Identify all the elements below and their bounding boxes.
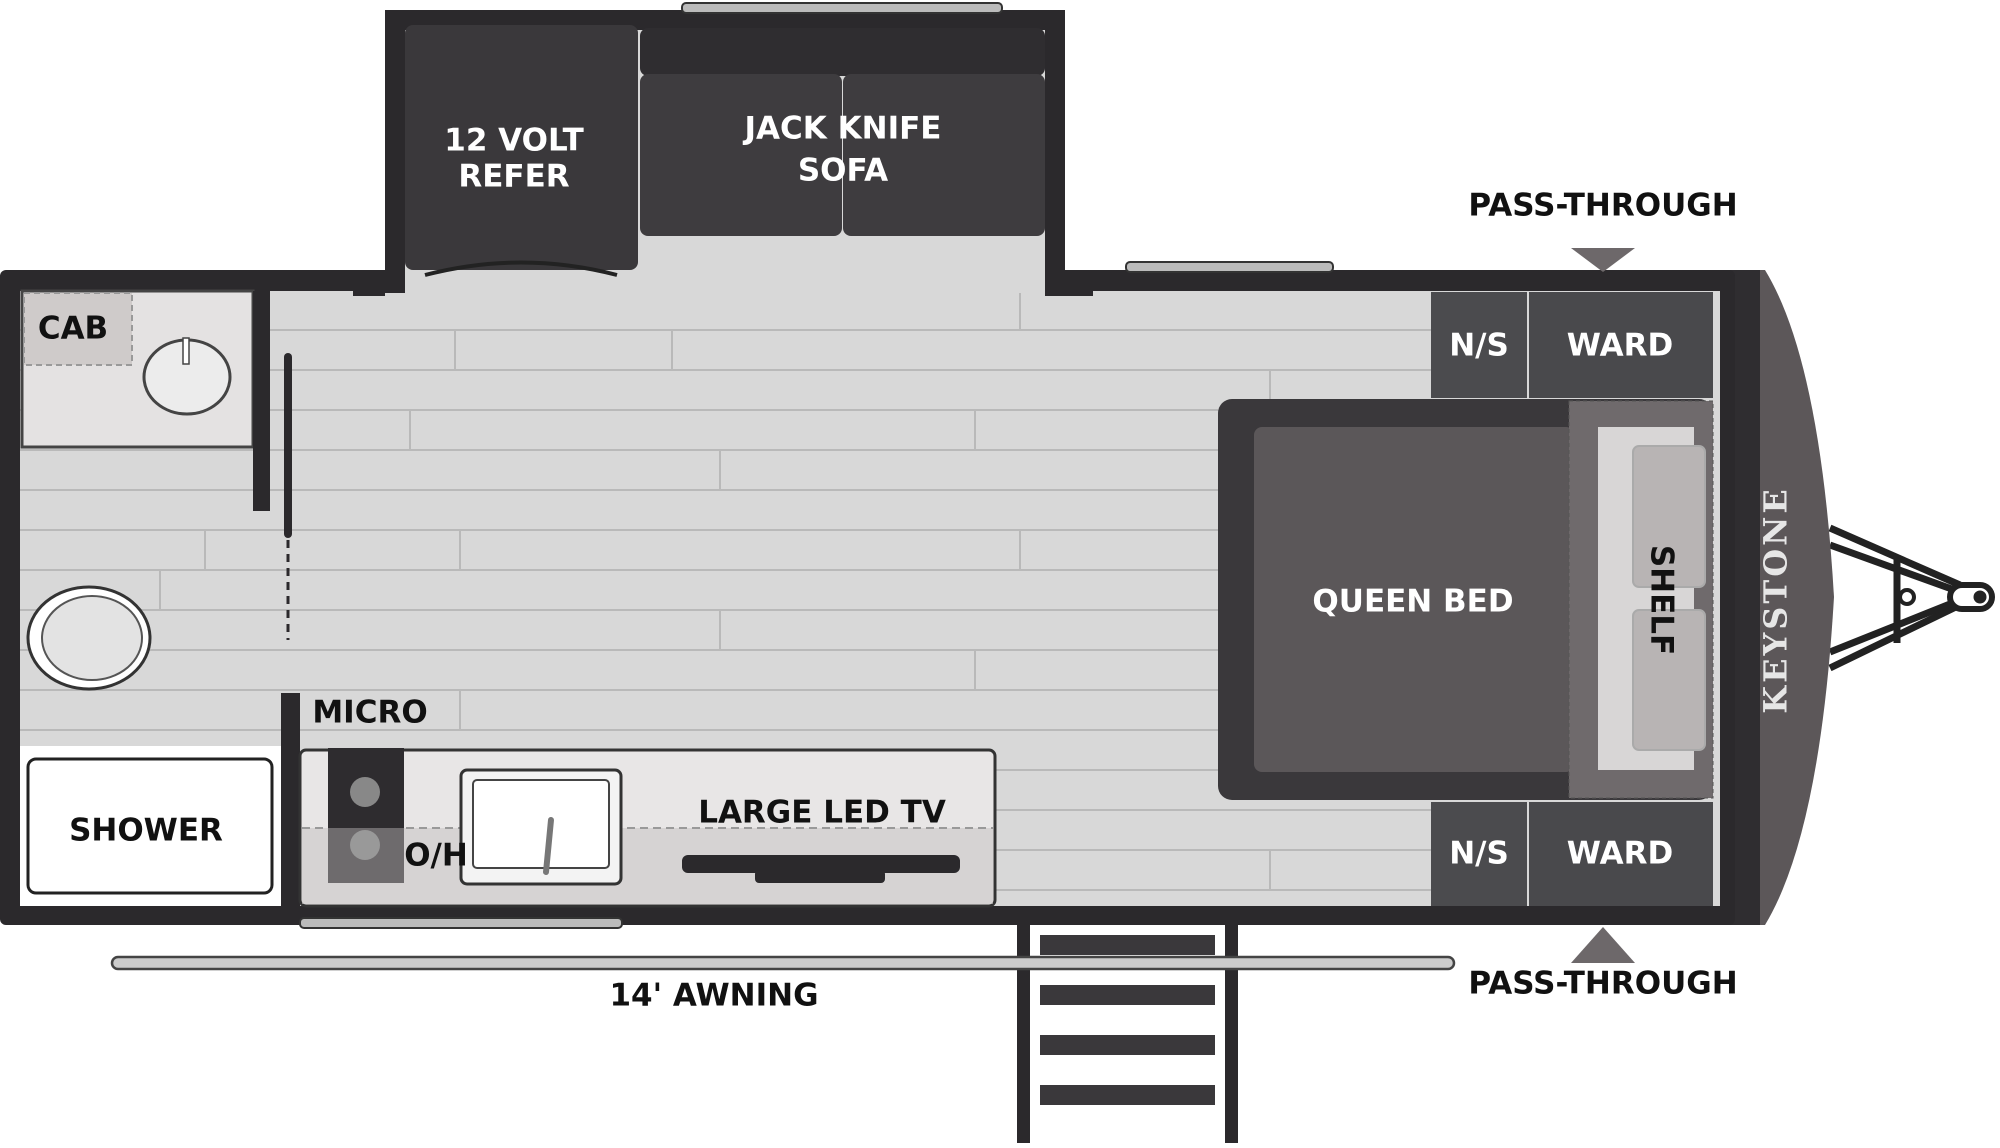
shower: [26, 757, 274, 895]
wardrobe-top[interactable]: WARD: [1529, 292, 1713, 398]
shelf-label: SHELF: [1644, 545, 1680, 655]
pass-through-bottom-arrow-icon: [1571, 927, 1635, 963]
refrigerator: 12 VOLT REFER: [405, 25, 638, 277]
awning-label: 14' AWNING: [609, 978, 818, 1014]
kitchen-sink-icon: [459, 768, 623, 886]
brand-logo: KEYSTONE: [1757, 486, 1795, 713]
window: [1125, 261, 1334, 273]
refer-label-line1: 12 VOLT: [444, 123, 584, 159]
tv-icon: [682, 855, 960, 883]
pass-through-top-arrow-icon: [1571, 248, 1635, 272]
wardrobe-bottom[interactable]: WARD: [1529, 802, 1713, 906]
refer-label-line2: REFER: [458, 159, 569, 195]
ns-bottom-label: N/S: [1449, 836, 1509, 872]
hitch-icon: [1828, 524, 1995, 672]
window: [299, 917, 623, 929]
micro-label: MICRO: [312, 695, 427, 731]
oh-label: O/H: [404, 838, 468, 874]
ns-top-label: N/S: [1449, 328, 1509, 364]
sofa-label-line2: SOFA: [798, 153, 888, 189]
shelf: SHELF: [1598, 427, 1706, 770]
awning: [110, 955, 1456, 971]
jack-knife-sofa[interactable]: JACK KNIFE SOFA: [640, 28, 1045, 236]
sofa-label-line1: JACK KNIFE: [743, 111, 942, 147]
cab-label: CAB: [38, 311, 108, 347]
nightstand-top[interactable]: N/S: [1431, 292, 1527, 398]
pass-through-bottom-label: PASS-THROUGH: [1468, 966, 1737, 1002]
stove-icon: [328, 748, 404, 883]
bath-door[interactable]: [284, 353, 292, 538]
queen-bed-label: QUEEN BED: [1312, 584, 1513, 620]
nightstand-bottom[interactable]: N/S: [1431, 802, 1527, 906]
entry-steps: [1017, 925, 1238, 1143]
pass-through-top-label: PASS-THROUGH: [1468, 188, 1737, 224]
tv-label: LARGE LED TV: [698, 795, 946, 831]
ward-top-label: WARD: [1567, 328, 1673, 364]
window: [681, 2, 1003, 14]
shower-label: SHOWER: [69, 813, 223, 849]
ward-bottom-label: WARD: [1567, 836, 1673, 872]
